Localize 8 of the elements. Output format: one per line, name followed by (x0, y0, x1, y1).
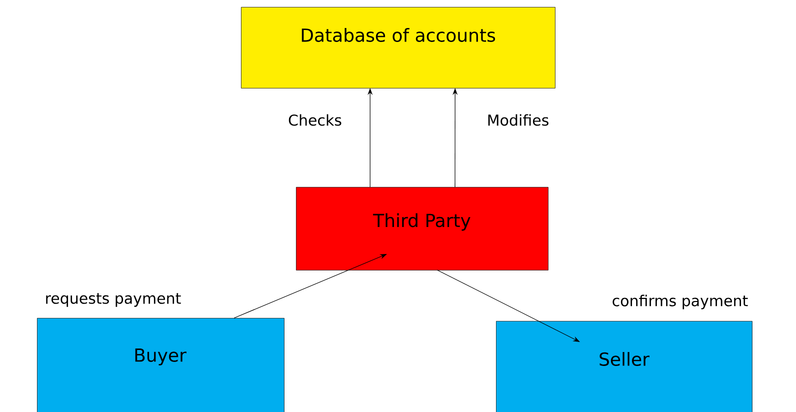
edge-label: confirms payment (612, 294, 748, 310)
edge-label: requests payment (46, 293, 181, 307)
process-box: Third Party (296, 187, 548, 270)
process-box: Database of accounts (241, 7, 556, 88)
edge-label: Modifies (488, 114, 548, 126)
edge-label: Checks (288, 114, 342, 126)
process-box: Seller (496, 321, 752, 412)
process-box: Buyer (37, 318, 284, 412)
